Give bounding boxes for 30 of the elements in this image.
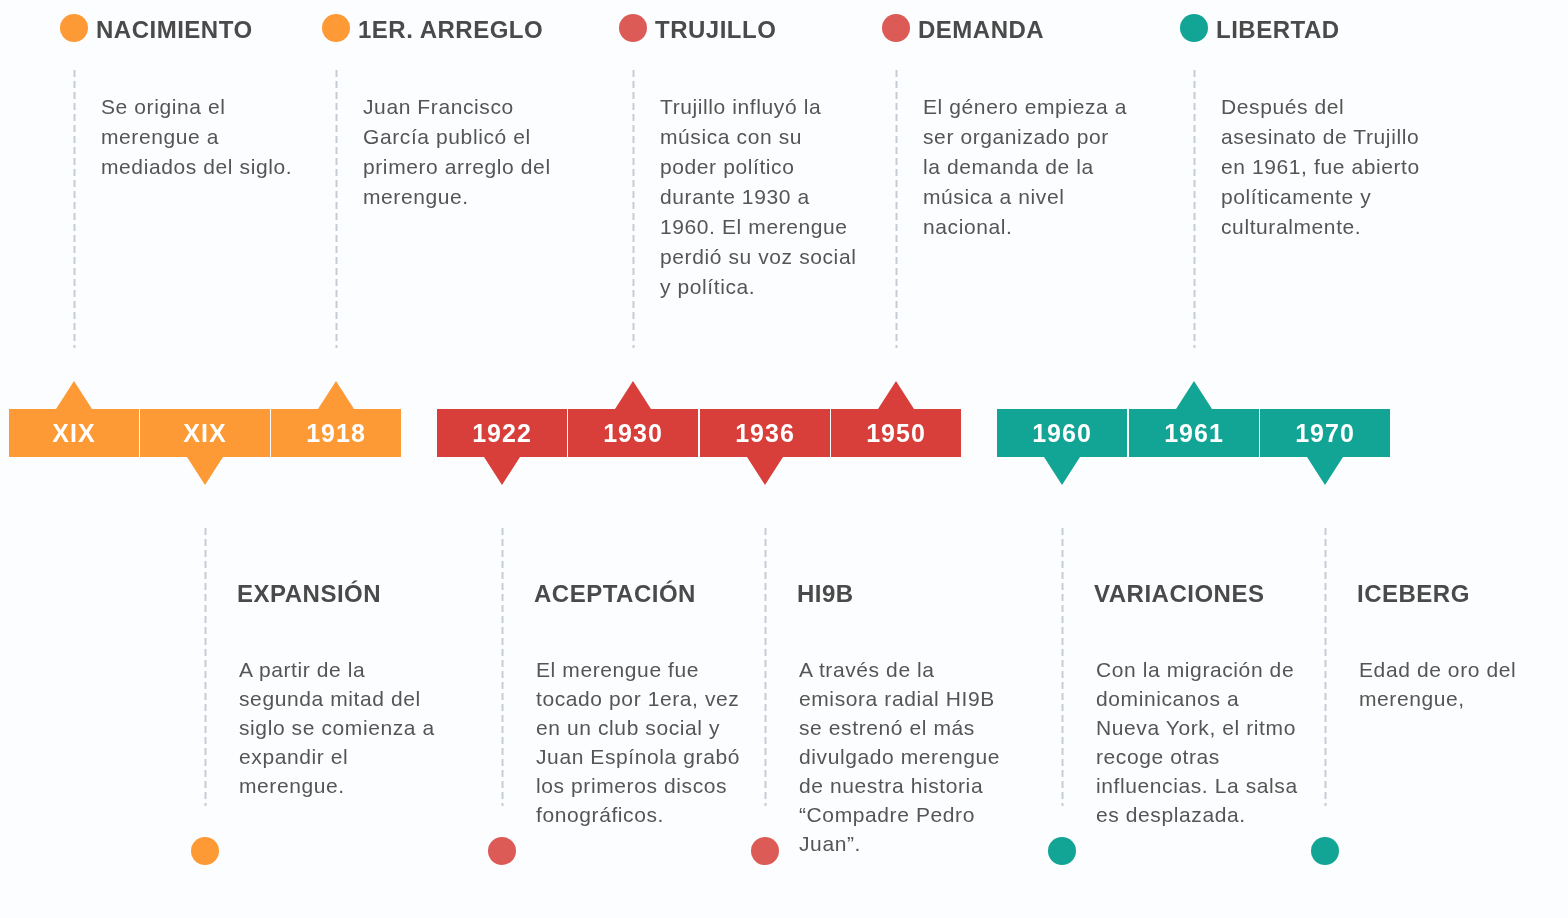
- event-heading: TRUJILLO: [655, 16, 777, 44]
- event-heading: EXPANSIÓN: [237, 580, 382, 608]
- year-marker: 1970: [1260, 409, 1390, 485]
- year-marker: 1930: [568, 381, 698, 457]
- year-marker: XIX: [140, 409, 270, 485]
- event-description: Con la migración de dominicanos a Nueva York, el ritmo recoge otras influencias. La salsa es desplazada.: [1096, 657, 1299, 828]
- event-heading: LIBERTAD: [1216, 16, 1340, 44]
- event-heading: HI9B: [797, 580, 854, 608]
- year-marker: XIX: [9, 381, 139, 457]
- event-heading: VARIACIONES: [1094, 580, 1265, 608]
- year-marker: 1918: [271, 381, 401, 457]
- year-marker: 1950: [831, 381, 961, 457]
- year-marker: 1936: [700, 409, 830, 485]
- event-description: Edad de oro del merengue,: [1359, 657, 1518, 712]
- year-marker: 1960: [997, 409, 1127, 485]
- event-heading: 1ER. ARREGLO: [358, 16, 544, 44]
- event-description: El género empieza a ser organizado por la demanda de la música a nivel nacional.: [923, 94, 1128, 240]
- event-description: A partir de la segunda mitad del siglo se comienza a expandir el merengue.: [239, 657, 436, 799]
- event-description: Se origina el merengue a mediados del siglo.: [101, 94, 294, 180]
- event-heading: ICEBERG: [1357, 580, 1470, 608]
- year-marker: 1961: [1129, 381, 1259, 457]
- event-heading: ACEPTACIÓN: [534, 580, 696, 608]
- year-marker: 1922: [437, 409, 567, 485]
- event-description: Juan Francisco García publicó el primero arreglo del merengue.: [363, 94, 552, 210]
- event-description: Trujillo influyó la música con su poder político durante 1930 a 1960. El merengue perdió su voz social y política.: [660, 94, 858, 300]
- event-heading: DEMANDA: [918, 16, 1045, 44]
- event-description: El merengue fue tocado por 1era, vez en un club social y Juan Espínola grabó los primeros discos fonográficos.: [536, 657, 741, 828]
- event-description: A través de la emisora radial HI9B se estrenó el más divulgado merengue de nuestra historia “Compadre Pedro Juan”.: [799, 657, 1002, 857]
- event-heading: NACIMIENTO: [96, 16, 253, 44]
- event-description: Después del asesinato de Trujillo en 1961, fue abierto políticamente y culturalmente.: [1221, 94, 1421, 240]
